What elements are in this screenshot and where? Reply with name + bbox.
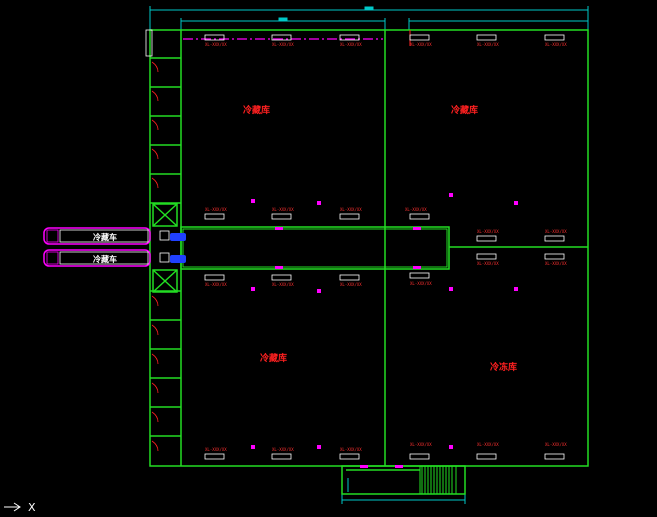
svg-text:XL-XXX/XX: XL-XXX/XX: [545, 261, 567, 266]
svg-text:XL-XXX/XX: XL-XXX/XX: [205, 42, 227, 47]
room-label: 冷冻库: [490, 361, 517, 373]
svg-text:XL-XXX/XX: XL-XXX/XX: [410, 281, 432, 286]
svg-text:XL-XXX/XX: XL-XXX/XX: [410, 42, 432, 47]
svg-text:XL-XXX/XX: XL-XXX/XX: [477, 261, 499, 266]
truck-2: 冷藏车: [43, 249, 151, 267]
svg-text:XL-XXX/XX: XL-XXX/XX: [272, 282, 294, 287]
ucs-icon: [4, 502, 21, 512]
svg-text:XL-XXX/XX: XL-XXX/XX: [477, 442, 499, 447]
room-label: 冷藏库: [451, 104, 478, 116]
forklift-units: [159, 230, 186, 263]
svg-text:XL-XXX/XX: XL-XXX/XX: [205, 207, 227, 212]
svg-text:XL-XXX/XX: XL-XXX/XX: [477, 42, 499, 47]
svg-text:XL-XXX/XX: XL-XXX/XX: [205, 447, 227, 452]
equipment-tags: XL-XXX/XX XL-XXX/XX XL-XXX/XX XL-XXX/XX …: [205, 42, 567, 452]
stair: [419, 465, 457, 495]
svg-text:XL-XXX/XX: XL-XXX/XX: [545, 229, 567, 234]
door-swings: [151, 61, 159, 452]
svg-text:XL-XXX/XX: XL-XXX/XX: [272, 207, 294, 212]
svg-text:XL-XXX/XX: XL-XXX/XX: [272, 447, 294, 452]
svg-text:XL-XXX/XX: XL-XXX/XX: [477, 229, 499, 234]
svg-text:XL-XXX/XX: XL-XXX/XX: [340, 282, 362, 287]
svg-text:XL-XXX/XX: XL-XXX/XX: [205, 282, 227, 287]
evaporator-units: [204, 34, 565, 460]
svg-text:XL-XXX/XX: XL-XXX/XX: [545, 42, 567, 47]
svg-text:XL-XXX/XX: XL-XXX/XX: [410, 442, 432, 447]
svg-text:XL-XXX/XX: XL-XXX/XX: [340, 207, 362, 212]
svg-text:XL-XXX/XX: XL-XXX/XX: [545, 442, 567, 447]
truck-1: 冷藏车: [43, 227, 151, 245]
sensor-markers: [251, 193, 518, 468]
dimension-lines: [149, 6, 589, 504]
ucs-label: X: [28, 501, 36, 514]
truck-label: 冷藏车: [93, 254, 117, 264]
room-label: 冷藏库: [260, 352, 287, 364]
svg-text:XL-XXX/XX: XL-XXX/XX: [272, 42, 294, 47]
svg-text:XL-XXX/XX: XL-XXX/XX: [405, 207, 427, 212]
entrance-canopy: [145, 29, 153, 57]
svg-text:XL-XXX/XX: XL-XXX/XX: [340, 42, 362, 47]
truck-label: 冷藏车: [93, 232, 117, 242]
svg-text:XL-XXX/XX: XL-XXX/XX: [340, 447, 362, 452]
walls: [149, 29, 589, 495]
room-label: 冷藏库: [243, 104, 270, 116]
